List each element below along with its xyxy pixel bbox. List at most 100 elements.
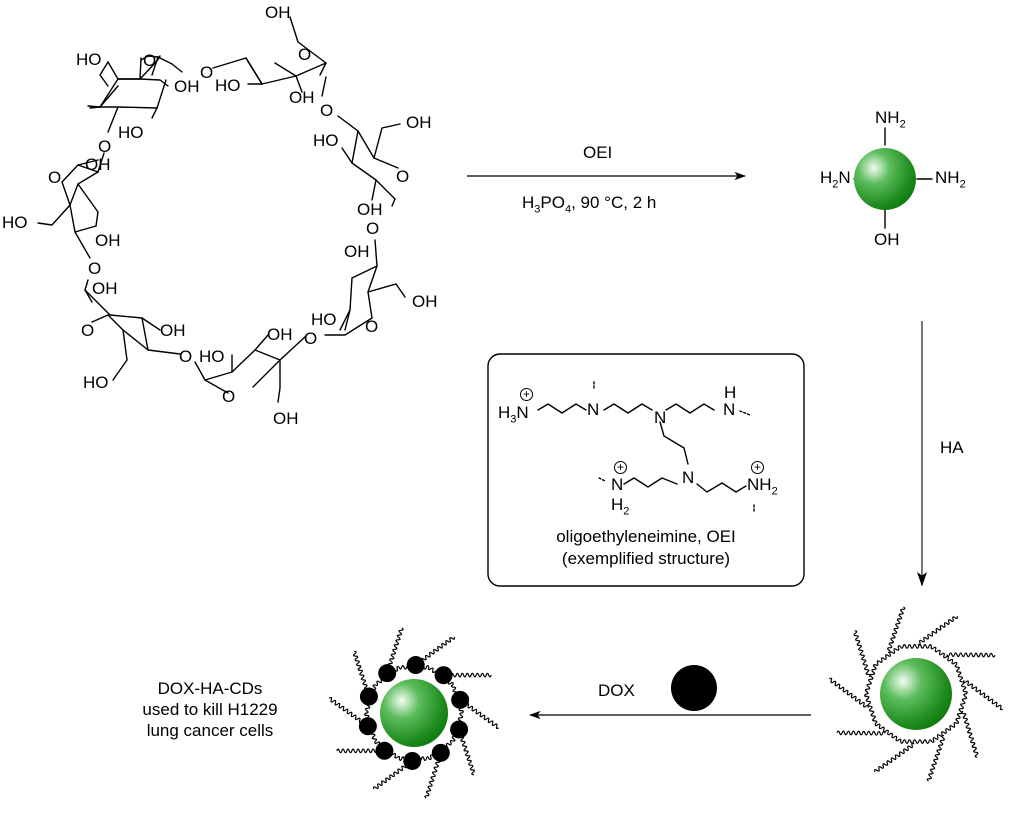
oei-n3: N [723, 400, 736, 419]
product-label-line-2: used to kill H1229 [142, 700, 278, 719]
oei-n4: N [682, 468, 695, 487]
cd-label: HO [83, 373, 109, 392]
reagent-oei-label: OEI [583, 143, 613, 162]
oei-n2: N [654, 408, 667, 427]
substituent-top: NH2 [875, 108, 906, 131]
ha-chain-shell [864, 664, 877, 695]
ha-chain-shell [930, 646, 958, 665]
ha-chain [946, 652, 996, 658]
dox-molecule [378, 664, 397, 683]
oei-structure-box [487, 353, 805, 587]
conditions-rest: , 90 °C, 2 h [571, 193, 657, 212]
reagent-dox-label: DOX [598, 681, 635, 700]
dox-molecule [359, 687, 378, 706]
ha-chain-shell [955, 693, 968, 724]
carbon-dot-sphere [880, 658, 952, 730]
oei-n1: N [587, 400, 600, 419]
cd-ring-oxygen: O [81, 321, 94, 340]
ha-chain-shell [954, 664, 968, 695]
glucose-unit-4 [324, 239, 406, 336]
cd-label: OH [265, 3, 291, 22]
cd-label: OH [92, 279, 118, 298]
ha-chain-shell [864, 693, 878, 724]
cd-bridge-oxygen: O [366, 219, 379, 238]
substituent-left: H2N [820, 168, 851, 191]
glucose-unit-1 [87, 55, 183, 133]
oei-nh2: NH2 [747, 475, 778, 498]
ha-chain [874, 742, 915, 772]
dox-molecule [450, 720, 469, 739]
ha-chain-shell [875, 645, 901, 666]
oei-n5: N [611, 475, 624, 494]
cd-label: HO [215, 76, 241, 95]
dox-molecule [375, 741, 394, 760]
product-label-line-1: DOX-HA-CDs [157, 679, 263, 698]
cd-label: OH [95, 231, 121, 250]
ha-chain [963, 680, 1004, 711]
ha-chain [917, 616, 958, 646]
charge-plus: + [751, 461, 764, 474]
cd-label: OH [85, 155, 111, 174]
cd-ring-oxygen: O [143, 51, 156, 70]
glucose-unit-6 [84, 279, 181, 381]
cd-bridge-oxygen: O [304, 329, 317, 348]
reaction-conditions-label: H3PO4, 90 °C, 2 h [522, 193, 657, 216]
ha-chain [853, 630, 871, 678]
cd-bridge-oxygen: O [98, 137, 111, 156]
cd-label: OH [357, 200, 383, 219]
cd-label: HO [2, 213, 28, 232]
cd-label: OH [267, 325, 293, 344]
cd-label: HO [199, 347, 225, 366]
cd-label: HO [313, 131, 339, 150]
dox-molecule [431, 743, 450, 762]
glucose-unit-2 [212, 16, 327, 97]
dox-molecule [406, 656, 425, 675]
cd-ring-oxygen: O [298, 45, 311, 64]
cd-ring-oxygen: O [222, 387, 235, 406]
glucose-unit-5 [194, 334, 307, 403]
cd-bridge-oxygen: O [88, 259, 101, 278]
dox-molecule [403, 751, 422, 770]
substituent-right: NH2 [935, 168, 966, 191]
ha-chain-shell [874, 723, 902, 742]
cd-label: OH [289, 88, 315, 107]
cd-label: OH [412, 292, 438, 311]
glucose-unit-7 [37, 152, 105, 259]
ha-chain-shell [899, 739, 933, 744]
cd-label: HO [118, 123, 144, 142]
charge-plus: + [614, 461, 627, 474]
ha-chain [926, 734, 945, 782]
cd-ring-oxygen: O [365, 317, 378, 336]
cd-label: OH [160, 321, 186, 340]
cd-bridge-oxygen: O [320, 101, 333, 120]
dox-molecule [434, 666, 453, 685]
cd-bridge-oxygen: O [200, 63, 213, 82]
oei-h: H [724, 383, 737, 402]
beta-cyclodextrin: OH HO O O O OH HO OH O HO OH HO O OH O O… [2, 3, 438, 428]
carbon-dot-amine [853, 127, 933, 229]
glucose-unit-3 [337, 115, 401, 207]
cd-label: OH [406, 113, 432, 132]
oei-h3n: H3N [498, 403, 529, 426]
dox-molecule [451, 690, 470, 709]
ha-chain [961, 710, 979, 758]
carbon-dot-sphere [380, 679, 448, 747]
cd-label: HO [311, 310, 337, 329]
charge-plus: + [520, 388, 533, 401]
substituent-bottom: OH [874, 230, 900, 249]
cd-label: HO [76, 50, 102, 69]
cd-label: OH [174, 77, 200, 96]
oei-caption-2: (exemplified structure) [561, 549, 731, 568]
oei-h2: H2 [611, 495, 630, 518]
cd-label: OH [273, 409, 299, 428]
cd-label: OH [344, 242, 370, 261]
cd-ring-oxygen: O [48, 168, 61, 187]
product-label: DOX-HA-CDs used to kill H1229 lung cance… [120, 678, 300, 741]
ha-chain [828, 677, 869, 708]
product-label-line-3: lung cancer cells [146, 721, 274, 740]
cd-ring-oxygen: O [396, 167, 409, 186]
dox-ha-carbon-dot [328, 627, 500, 799]
carbon-dot-sphere [854, 148, 916, 210]
reagent-ha-label: HA [940, 438, 964, 457]
